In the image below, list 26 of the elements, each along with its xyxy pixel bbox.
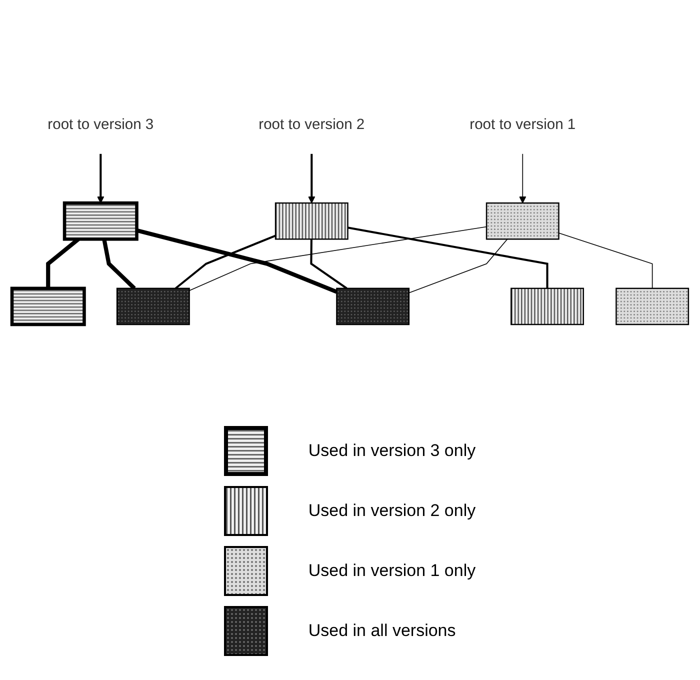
node-box xyxy=(510,288,584,326)
connector xyxy=(174,234,276,290)
arrow xyxy=(97,154,104,204)
node-box xyxy=(336,288,410,326)
connector xyxy=(408,238,508,294)
connector xyxy=(558,232,653,289)
legend-label: Used in version 3 only xyxy=(308,441,476,461)
node-text: root to version 1 xyxy=(470,116,576,132)
connector xyxy=(310,239,348,290)
node-box xyxy=(116,288,190,326)
node-box xyxy=(616,288,690,326)
node-text: root to version 2 xyxy=(258,116,365,132)
legend-label: Used in version 2 only xyxy=(308,501,476,521)
legend-label: Used in version 1 only xyxy=(308,561,476,581)
connector xyxy=(188,226,487,291)
connector xyxy=(136,228,338,294)
node-box xyxy=(274,202,348,240)
connector xyxy=(102,238,136,290)
node-text: root to version 3 xyxy=(48,116,154,132)
arrow xyxy=(308,154,316,204)
arrow xyxy=(519,153,526,204)
node-box xyxy=(486,202,560,240)
legend-label: Used in all versions xyxy=(308,621,456,641)
connector xyxy=(348,226,548,288)
node-box xyxy=(62,201,138,241)
node-box xyxy=(10,286,86,326)
